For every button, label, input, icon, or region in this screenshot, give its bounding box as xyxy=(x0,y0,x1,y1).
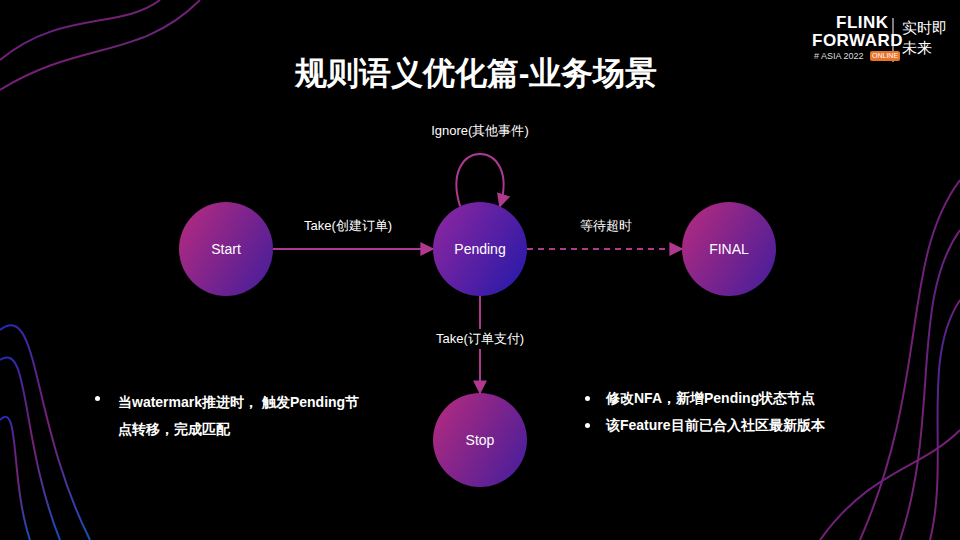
transition-arrow xyxy=(527,248,682,250)
state-name: FINAL xyxy=(709,241,749,257)
transition-arrow xyxy=(273,248,433,250)
state-name: Start xyxy=(211,241,241,257)
bullet-dot xyxy=(585,396,590,401)
bullet-note: 该Feature目前已合入社区最新版本 xyxy=(606,416,825,434)
state-name: Stop xyxy=(466,432,495,448)
transition-label: Take(创建订单) xyxy=(301,216,395,236)
slide-title: 规则语义优化篇-业务场景 xyxy=(295,52,658,96)
logo-subtext: # ASIA 2022 xyxy=(814,51,864,61)
logo-text: FLINK xyxy=(836,13,889,33)
transition-arrow xyxy=(456,154,503,207)
state-circle: Stop xyxy=(433,393,527,487)
state-circle: FINAL xyxy=(682,202,776,296)
logo-slogan: 实时即未来 xyxy=(902,18,947,57)
bullet-dot xyxy=(585,423,590,428)
transition-label: Take(订单支付) xyxy=(433,329,527,349)
state-name: Pending xyxy=(454,241,505,257)
bullet-dot xyxy=(95,396,100,401)
state-circle: Pending xyxy=(433,202,527,296)
logo-text: FORWARD xyxy=(812,31,903,51)
logo-badge: ONLINE xyxy=(870,51,900,61)
bullet-note: 修改NFA，新增Pending状态节点 xyxy=(606,389,815,407)
bullet-note: 当watermark推进时， 触发Pending节点转移，完成匹配 xyxy=(118,389,368,443)
state-circle: Start xyxy=(179,202,273,296)
transition-label: Ignore(其他事件) xyxy=(428,121,532,141)
transition-label: 等待超时 xyxy=(577,216,635,236)
